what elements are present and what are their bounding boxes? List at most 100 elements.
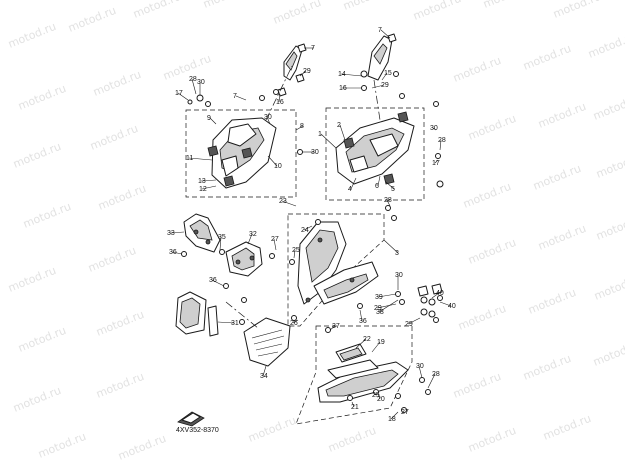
leader-line xyxy=(386,199,391,207)
leader-line xyxy=(266,116,271,125)
callout-label-7: 7 xyxy=(378,27,382,34)
leader-line xyxy=(177,92,189,101)
callout-label-28: 28 xyxy=(189,76,197,83)
leader-line xyxy=(350,177,357,190)
callout-label-29: 29 xyxy=(381,82,389,89)
watermark-text: motod.ru xyxy=(161,52,213,83)
leader-line xyxy=(371,341,381,353)
leader-line xyxy=(320,133,337,149)
watermark-text: motod.ru xyxy=(21,200,73,231)
leader-line xyxy=(219,236,222,251)
leader-line xyxy=(371,84,385,89)
watermark-text: motod.ru xyxy=(11,384,63,415)
leader-line xyxy=(171,251,183,255)
callout-label-7: 7 xyxy=(233,93,237,100)
watermark-text: motod.ru xyxy=(11,140,63,171)
callout-label-21: 21 xyxy=(351,404,359,411)
watermark-text: motod.ru xyxy=(271,0,323,27)
leader-line xyxy=(439,139,442,151)
callout-label-16: 16 xyxy=(276,99,284,106)
watermark-text: motod.ru xyxy=(116,432,168,463)
callout-label-27: 27 xyxy=(401,409,409,416)
watermark-text: motod.ru xyxy=(88,122,140,153)
callout-label-39: 39 xyxy=(375,294,383,301)
front-direction-arrow-icon xyxy=(177,411,205,427)
watermark-text: motod.ru xyxy=(36,430,88,461)
watermark-text: motod.ru xyxy=(16,82,68,113)
leader-line xyxy=(235,95,247,101)
leader-line xyxy=(418,365,423,379)
callout-label-2: 2 xyxy=(337,122,341,129)
callout-label-31: 31 xyxy=(231,320,239,327)
watermark-text: motod.ru xyxy=(451,370,503,401)
callout-label-26: 26 xyxy=(290,320,298,327)
watermark-text: motod.ru xyxy=(461,180,513,211)
leader-line xyxy=(377,393,381,400)
callout-label-1: 1 xyxy=(318,131,322,138)
watermark-text: motod.ru xyxy=(456,302,508,333)
upper-right-cowling-group xyxy=(325,33,444,201)
watermark-text: motod.ru xyxy=(66,4,118,35)
callout-label-29: 29 xyxy=(405,321,413,328)
callout-label-13: 13 xyxy=(198,178,206,185)
leader-line xyxy=(351,401,355,408)
leader-line xyxy=(434,159,439,164)
leader-line xyxy=(377,175,381,187)
middle-left-panels xyxy=(181,213,275,303)
leader-line xyxy=(329,325,336,331)
callout-label-33: 33 xyxy=(167,230,175,237)
callout-label-17: 17 xyxy=(175,90,183,97)
watermark-text: motod.ru xyxy=(6,20,58,51)
callout-label-4: 4 xyxy=(348,186,352,193)
watermark-text: motod.ru xyxy=(551,0,603,21)
callout-label-7: 7 xyxy=(311,45,315,52)
watermark-text: motod.ru xyxy=(594,150,625,181)
watermark-text: motod.ru xyxy=(531,162,583,193)
callout-label-25: 25 xyxy=(372,392,380,399)
watermark-text: motod.ru xyxy=(521,42,573,73)
leader-line xyxy=(169,231,185,234)
callout-label-40: 40 xyxy=(448,303,456,310)
watermark-text: motod.ru xyxy=(586,30,625,61)
callout-label-14: 14 xyxy=(338,71,346,78)
leader-line xyxy=(380,29,391,39)
leader-line xyxy=(201,185,217,190)
watermark-text: motod.ru xyxy=(466,112,518,143)
watermark-text: motod.ru xyxy=(94,370,146,401)
callout-label-17: 17 xyxy=(432,160,440,167)
leader-line xyxy=(390,411,399,420)
leader-line xyxy=(217,321,235,324)
watermark-text: motod.ru xyxy=(536,100,588,131)
leader-line xyxy=(427,373,436,389)
leader-line xyxy=(293,249,296,259)
leader-line xyxy=(377,293,397,298)
watermark-text: motod.ru xyxy=(541,412,593,443)
leader-line xyxy=(191,78,197,95)
leader-line xyxy=(273,238,277,251)
callout-label-28: 28 xyxy=(432,371,440,378)
watermark-text: motod.ru xyxy=(451,54,503,85)
callout-label-5: 5 xyxy=(391,186,395,193)
watermark-text: motod.ru xyxy=(466,424,518,455)
callout-label-10: 10 xyxy=(274,163,282,170)
callout-label-6: 6 xyxy=(375,183,379,190)
leader-line xyxy=(295,125,304,131)
callout-label-38: 38 xyxy=(376,309,384,316)
callout-label-32: 32 xyxy=(249,231,257,238)
callout-label-34: 34 xyxy=(260,373,268,380)
callout-label-29: 29 xyxy=(303,68,311,75)
leader-line xyxy=(292,319,299,324)
callout-label-22: 22 xyxy=(363,336,371,343)
leader-line xyxy=(211,279,225,287)
leader-line xyxy=(267,155,278,167)
watermark-text: motod.ru xyxy=(246,414,298,445)
watermark-text: motod.ru xyxy=(536,222,588,253)
leader-line xyxy=(376,303,397,309)
diagram-code: 4XV352-8370 xyxy=(176,427,219,434)
watermark-text: motod.ru xyxy=(6,264,58,295)
watermark-text: motod.ru xyxy=(131,0,183,21)
callout-label-36: 36 xyxy=(169,249,177,256)
callout-label-25: 25 xyxy=(292,247,300,254)
